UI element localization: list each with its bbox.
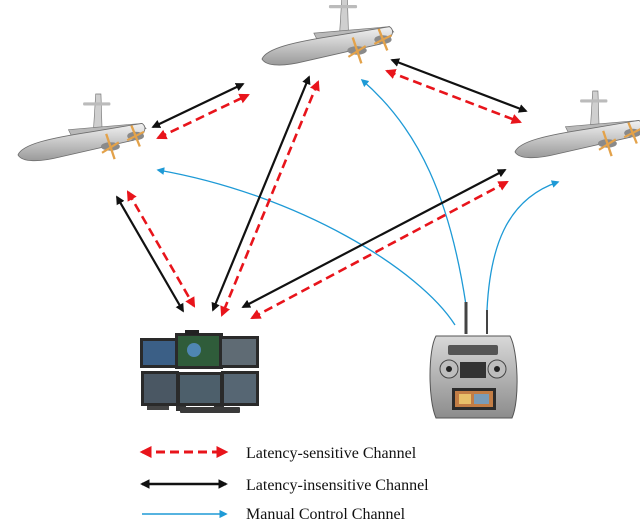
manual-link-rc-to-uav-top xyxy=(360,78,467,306)
latency-sensitive-link xyxy=(385,69,522,124)
latency-insensitive-link xyxy=(211,75,311,312)
uav-left-icon xyxy=(16,92,148,162)
latency-sensitive-link xyxy=(250,180,509,320)
rc-transmitter-icon xyxy=(429,302,518,419)
data-links xyxy=(116,58,528,320)
manual-control-links xyxy=(156,78,560,326)
uav-right-icon xyxy=(513,89,640,159)
legend-label-manual-control: Manual Control Channel xyxy=(246,506,406,521)
manual-link-rc-to-uav-right xyxy=(486,180,560,311)
latency-sensitive-link xyxy=(156,93,250,140)
latency-insensitive-link xyxy=(390,58,528,113)
uav-top-icon xyxy=(260,0,395,67)
latency-insensitive-link xyxy=(151,83,245,128)
manual-link-rc-to-uav-left xyxy=(156,167,456,326)
latency-sensitive-link xyxy=(126,190,196,308)
ground-control-computer-icon xyxy=(140,330,259,413)
latency-insensitive-link xyxy=(241,169,507,308)
legend-label-latency-sensitive: Latency-sensitive Channel xyxy=(246,445,417,462)
latency-insensitive-link xyxy=(116,195,184,313)
legend-label-latency-insensitive: Latency-insensitive Channel xyxy=(246,477,429,494)
legend: Latency-sensitive Channel Latency-insens… xyxy=(139,445,429,521)
latency-sensitive-link xyxy=(220,80,320,317)
